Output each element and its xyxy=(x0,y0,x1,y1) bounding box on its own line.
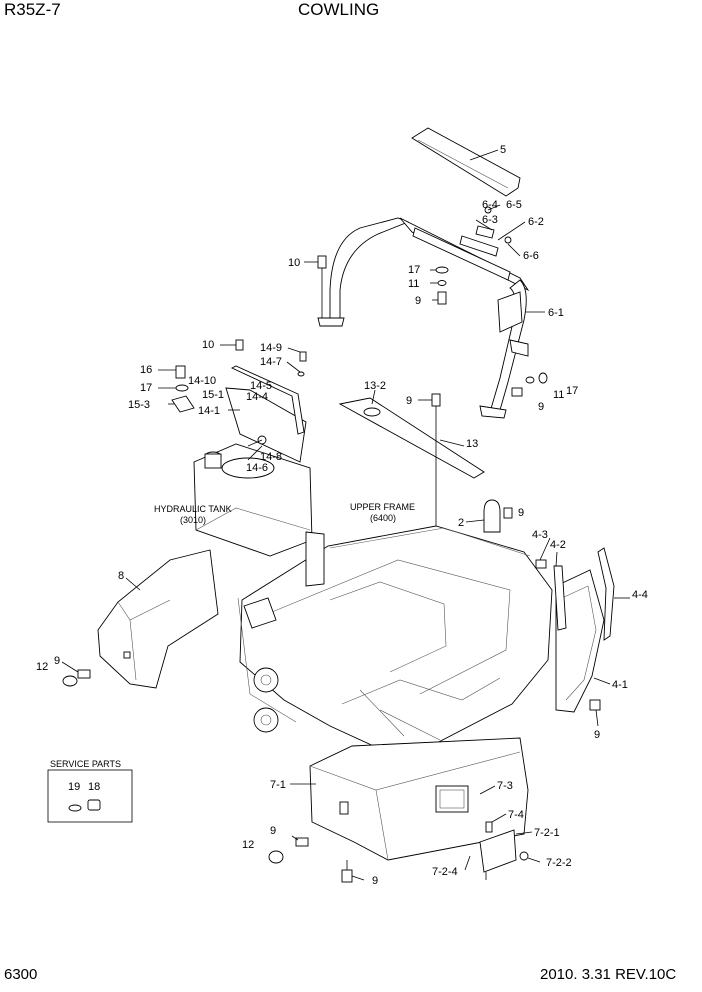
date-revision: 2010. 3.31 REV.10C xyxy=(540,966,677,983)
page-title: COWLING xyxy=(298,0,380,19)
counterweight-part xyxy=(309,737,529,883)
hydraulic-tank-code: (3010) xyxy=(180,515,206,525)
callout-4-2: 4-2 xyxy=(550,539,566,551)
callout-6-4: 6-4 xyxy=(482,199,498,211)
callout-10-top: 10 xyxy=(288,257,300,269)
callout-9-lift: 9 xyxy=(518,507,524,519)
bracket-parts xyxy=(459,206,512,257)
callout-2: 2 xyxy=(458,517,464,529)
callout-8: 8 xyxy=(118,570,124,582)
callout-6-2: 6-2 xyxy=(528,216,544,228)
upper-frame-code: (6400) xyxy=(370,513,396,523)
callout-11-right: 11 xyxy=(553,389,564,401)
callout-14-4: 14-4 xyxy=(246,391,268,403)
callout-9-frame: 9 xyxy=(406,395,412,407)
callout-4-1: 4-1 xyxy=(612,679,628,691)
counterweight-plate-part xyxy=(479,821,529,880)
callout-17-top: 17 xyxy=(408,264,420,276)
callout-17-tank: 17 xyxy=(140,382,152,394)
tank-cover-plate-part xyxy=(171,339,307,463)
callout-7-1: 7-1 xyxy=(270,779,286,791)
partition-plate-part xyxy=(338,393,485,560)
callout-7-2-2: 7-2-2 xyxy=(546,857,572,869)
lifting-eye-part xyxy=(483,499,513,533)
callout-4-3: 4-3 xyxy=(532,529,548,541)
top-cover-part xyxy=(411,127,521,197)
callout-6-6: 6-6 xyxy=(523,250,539,262)
callout-11-top: 11 xyxy=(408,278,419,290)
callout-9-left: 9 xyxy=(54,655,60,667)
callout-7-4: 7-4 xyxy=(508,809,524,821)
callout-14-10: 14-10 xyxy=(188,375,216,387)
callout-5: 5 xyxy=(500,144,506,156)
callout-9-top: 9 xyxy=(415,295,421,307)
guard-frame-part xyxy=(317,217,530,419)
upper-frame-part xyxy=(237,525,553,761)
callout-13-2: 13-2 xyxy=(364,380,386,392)
callout-10-tank: 10 xyxy=(202,339,214,351)
callout-6-1: 6-1 xyxy=(548,307,564,319)
callout-4-4: 4-4 xyxy=(632,589,648,601)
upper-frame-label: UPPER FRAME xyxy=(350,502,415,512)
callout-14-6: 14-6 xyxy=(246,462,268,474)
callout-9-right: 9 xyxy=(538,401,544,413)
side-cover-right-part xyxy=(535,547,615,713)
callout-7-3: 7-3 xyxy=(497,780,513,792)
cap-bolt-lower xyxy=(268,837,309,864)
callout-14-7: 14-7 xyxy=(260,356,282,368)
callout-16: 16 xyxy=(140,364,152,376)
callout-7-2-4: 7-2-4 xyxy=(432,866,458,878)
side-cover-left-part xyxy=(62,549,219,689)
leader-lines xyxy=(61,149,630,881)
model-code: R35Z-7 xyxy=(4,0,61,19)
callout-6-3: 6-3 xyxy=(482,214,498,226)
callout-7-2-1: 7-2-1 xyxy=(534,827,560,839)
callout-12-low: 12 xyxy=(242,839,254,851)
callout-18: 18 xyxy=(88,781,100,793)
callout-12-left: 12 xyxy=(36,661,48,673)
hydraulic-tank-label: HYDRAULIC TANK xyxy=(154,504,232,514)
callout-14-9: 14-9 xyxy=(260,342,282,354)
page-number: 6300 xyxy=(4,966,38,983)
callout-19: 19 xyxy=(68,781,80,793)
callout-9-right-low: 9 xyxy=(594,729,600,741)
callout-14-5: 14-5 xyxy=(250,380,272,392)
callout-6-5: 6-5 xyxy=(506,199,522,211)
callout-13: 13 xyxy=(466,438,478,450)
washer-bolt-set-top xyxy=(317,255,548,397)
callout-14-1: 14-1 xyxy=(198,405,220,417)
service-parts-label: SERVICE PARTS xyxy=(50,759,121,769)
callout-14-8: 14-8 xyxy=(260,451,282,463)
callout-17-right: 17 xyxy=(566,385,578,397)
callout-9-cw: 9 xyxy=(270,825,276,837)
callout-15-3: 15-3 xyxy=(128,399,150,411)
callout-15-1: 15-1 xyxy=(202,389,224,401)
hydraulic-tank-part xyxy=(193,443,313,557)
callout-9-bottom: 9 xyxy=(372,875,378,887)
service-parts-box xyxy=(47,769,133,823)
